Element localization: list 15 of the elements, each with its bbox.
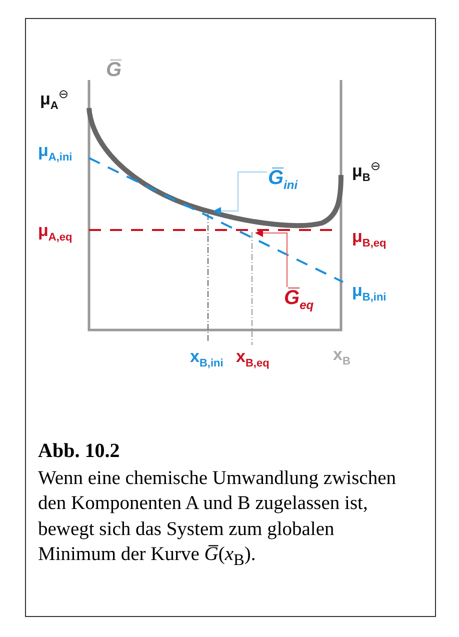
axis-label: G̅ [106,60,122,80]
energy-label: G̅$_{eq}$ [284,288,314,311]
energy-curve [86,108,344,228]
potential-label: μ$_{A,eq}$ [38,222,72,244]
potential-label: μ$_{B,eq}$ [352,228,386,250]
figure-number: Abb. 10.2 [38,440,120,463]
leader-line [213,172,268,215]
energy-label: G̅$_{ini}$ [268,168,298,191]
leader-line [255,229,288,288]
potential-label: μ$_{B,ini}$ [352,282,386,304]
tick-label: x$_{B,eq}$ [236,348,270,370]
potential-label: μ$_{A,ini}$ [38,142,72,164]
axis-label: x$_{B}$ [333,346,350,368]
caption-text: Wenn eine chemische Umwandlung zwischen den Komponenten A und B zugelassen ist, bewegt sich das System zum globalen Minimum der Kurve G̅(x$_{B}$). [38,467,397,571]
tick-label: x$_{B,ini}$ [190,348,224,370]
